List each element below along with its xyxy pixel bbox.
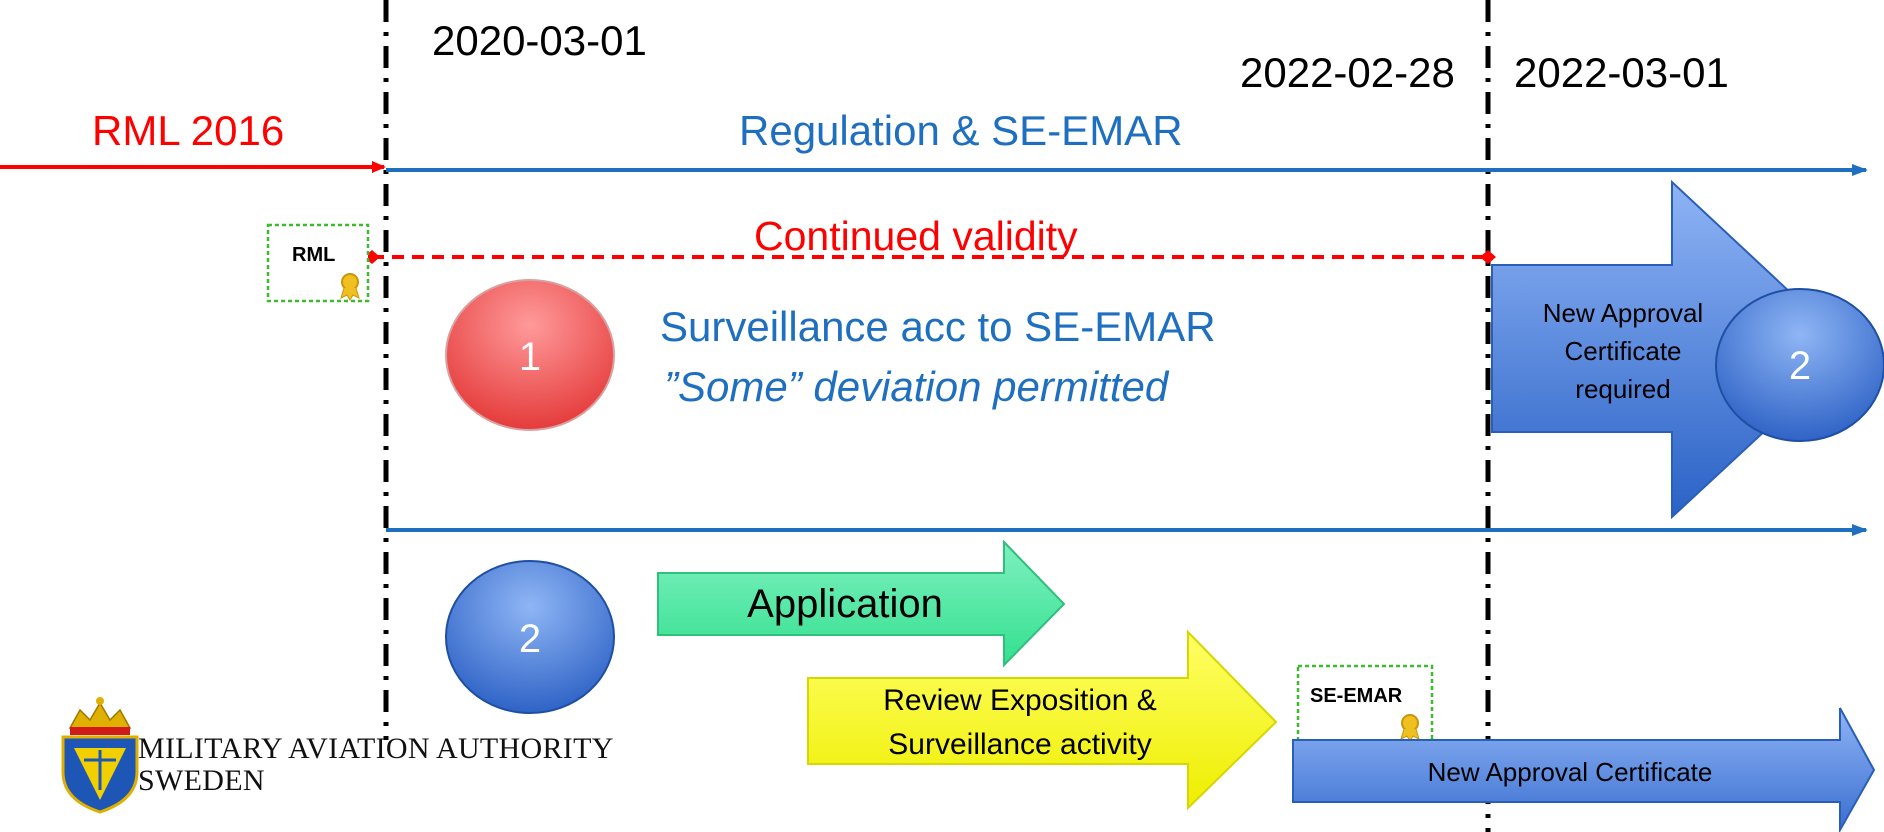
new-approval-required-line3: required xyxy=(1575,374,1671,404)
application-arrow xyxy=(657,539,1066,668)
rml-certificate-label: RML xyxy=(292,244,336,266)
date-end-new-label: 2022-03-01 xyxy=(1514,49,1729,96)
regulation-label: Regulation & SE-EMAR xyxy=(739,107,1183,154)
track1-end-circle xyxy=(1715,288,1884,442)
new-certificate-label: New Approval Certificate xyxy=(1427,757,1713,787)
se-emar-certificate-seal-icon xyxy=(1400,714,1420,742)
continued-validity-end-marker xyxy=(1480,250,1496,264)
track1-circle xyxy=(445,279,615,431)
new-certificate-arrow xyxy=(1292,707,1876,832)
rml-2016-label: RML 2016 xyxy=(92,107,285,154)
continued-validity-label: Continued validity xyxy=(754,213,1078,259)
se-emar-certificate-label: SE-EMAR xyxy=(1310,685,1403,707)
logo-line1: MILITARY AVIATION AUTHORITY xyxy=(138,732,614,765)
date-start-label: 2020-03-01 xyxy=(432,17,647,64)
track2-circle-label: 2 xyxy=(518,617,542,661)
track1-line2: ”Some” deviation permitted xyxy=(664,363,1169,410)
track1-circle-label: 1 xyxy=(518,335,542,379)
application-label: Application xyxy=(747,582,943,626)
track2-circle xyxy=(445,560,615,714)
review-arrow xyxy=(807,629,1278,811)
track1-line1: Surveillance acc to SE-EMAR xyxy=(660,303,1216,350)
new-approval-required-line1: New Approval xyxy=(1542,298,1704,328)
new-approval-required-line2: Certificate xyxy=(1564,336,1682,366)
mil-aviation-authority-crest-icon xyxy=(61,697,139,814)
review-line1: Review Exposition & xyxy=(883,684,1157,717)
logo-line2: SWEDEN xyxy=(138,764,265,797)
review-line2: Surveillance activity xyxy=(888,728,1152,761)
track1-end-circle-label: 2 xyxy=(1788,344,1812,388)
date-end-old-label: 2022-02-28 xyxy=(1240,49,1455,96)
rml-certificate-seal-icon xyxy=(340,273,360,301)
